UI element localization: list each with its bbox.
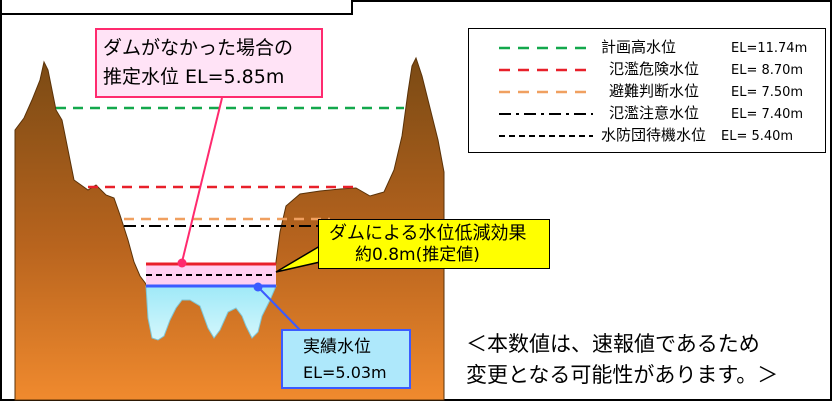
title-bar-stub <box>0 0 353 15</box>
legend-el-flood-caution: EL= 7.40m <box>731 107 804 122</box>
no-dam-callout-dot <box>177 258 187 268</box>
reduction-callout-line1: ダムによる水位低減効果 <box>329 223 527 244</box>
no-dam-callout-leader <box>181 97 223 263</box>
preliminary-note-line1: ＜本数値は、速報値であるため <box>466 332 760 356</box>
legend-el-planned-high: EL=11.74m <box>731 41 808 56</box>
actual-callout-dot <box>253 282 263 292</box>
legend-swatches <box>499 46 593 137</box>
legend-label-flood-caution: 氾濫注意水位 <box>609 104 700 122</box>
legend-label-planned-high: 計画高水位 <box>601 38 677 56</box>
actual-level-callout: 実績水位 EL=5.03m <box>281 329 411 389</box>
legend-box: 計画高水位 EL=11.74m 氾濫危険水位 EL= 8.70m 避難判断水位 … <box>468 28 826 153</box>
preliminary-note-line2: 変更となる可能性があります。＞ <box>466 363 779 387</box>
no-dam-callout-line2: 推定水位 EL=5.85m <box>103 66 285 88</box>
legend-label-evacuation: 避難判断水位 <box>609 82 700 100</box>
actual-water-area <box>145 285 277 341</box>
no-dam-level-callout: ダムがなかった場合の 推定水位 EL=5.85m <box>95 28 323 98</box>
no-dam-callout-line1: ダムがなかった場合の <box>103 37 294 59</box>
legend-el-evacuation: EL= 7.50m <box>731 85 804 100</box>
actual-callout-leader <box>257 286 301 331</box>
actual-callout-line2: EL=5.03m <box>303 363 387 382</box>
reduction-effect-callout: ダムによる水位低減効果 約0.8m(推定値) <box>318 219 550 269</box>
reduction-callout-line2: 約0.8m(推定値) <box>355 245 480 265</box>
legend-label-standby: 水防団待機水位 <box>601 126 707 144</box>
legend-label-flood-danger: 氾濫危険水位 <box>609 60 700 78</box>
legend-el-flood-danger: EL= 8.70m <box>731 63 804 78</box>
legend-el-standby: EL= 5.40m <box>721 129 794 144</box>
actual-callout-line1: 実績水位 <box>303 337 371 357</box>
